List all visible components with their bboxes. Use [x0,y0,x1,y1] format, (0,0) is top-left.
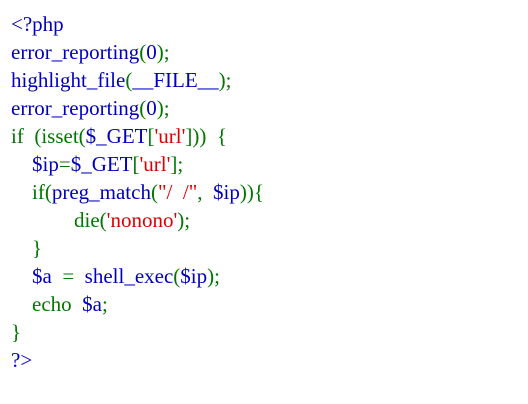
code-line: } [11,234,521,262]
code-token: die( [11,208,107,232]
code-token: preg_match [51,180,151,204]
code-token: shell_exec [84,264,174,288]
code-line: echo $a; [11,290,521,318]
code-token: 0 [146,40,157,64]
code-token: $a [32,264,63,288]
code-line: $ip=$_GET['url']; [11,150,521,178]
code-token: 'nonono' [106,208,178,232]
code-token: if( [11,180,52,204]
code-token: ); [177,208,191,232]
code-line: error_reporting(0); [11,38,521,66]
code-token: echo [11,292,83,316]
code-line: $a = shell_exec($ip); [11,262,521,290]
code-token [11,264,32,288]
code-token: )){ [239,180,264,204]
code-token: ( [139,96,147,120]
code-token: $_GET [70,152,133,176]
code-line: if (isset($_GET['url'])) { [11,122,521,150]
code-token: error_reporting [11,40,140,64]
code-token: ); [156,96,170,120]
code-token: ])) { [185,124,227,148]
code-token: if (isset( [11,124,86,148]
code-token: ( [173,264,181,288]
code-token: __FILE__ [132,68,219,92]
code-token: = [62,264,85,288]
code-token: $_GET [85,124,148,148]
code-token: [ [132,152,140,176]
code-token: } [11,320,22,344]
code-token: $ip [213,180,240,204]
code-line: ?> [11,346,521,374]
code-token: ); [156,40,170,64]
code-token: ( [150,180,158,204]
code-token: ); [218,68,232,92]
code-token: error_reporting [11,96,140,120]
code-token: = [58,152,71,176]
code-token: [ [147,124,155,148]
code-token: , [197,180,214,204]
code-token: <?php [11,12,64,36]
code-line: highlight_file(__FILE__); [11,66,521,94]
code-token: } [11,236,43,260]
code-token [11,152,32,176]
code-line: } [11,318,521,346]
code-token: "/ /" [157,180,198,204]
code-line: <?php [11,10,521,38]
code-token: ]; [170,152,184,176]
code-token: 0 [146,96,157,120]
code-token: highlight_file [11,68,126,92]
code-line: error_reporting(0); [11,94,521,122]
code-line: if(preg_match("/ /", $ip)){ [11,178,521,206]
code-token: ?> [11,348,33,372]
code-token: ( [125,68,133,92]
code-token: $a [82,292,102,316]
code-token: $ip [180,264,208,288]
code-token: 'url' [154,124,186,148]
code-token: ); [207,264,220,288]
code-token: ( [139,40,147,64]
code-token: $ip [32,152,59,176]
code-token: 'url' [139,152,171,176]
code-token: ; [101,292,108,316]
code-line: die('nonono'); [11,206,521,234]
